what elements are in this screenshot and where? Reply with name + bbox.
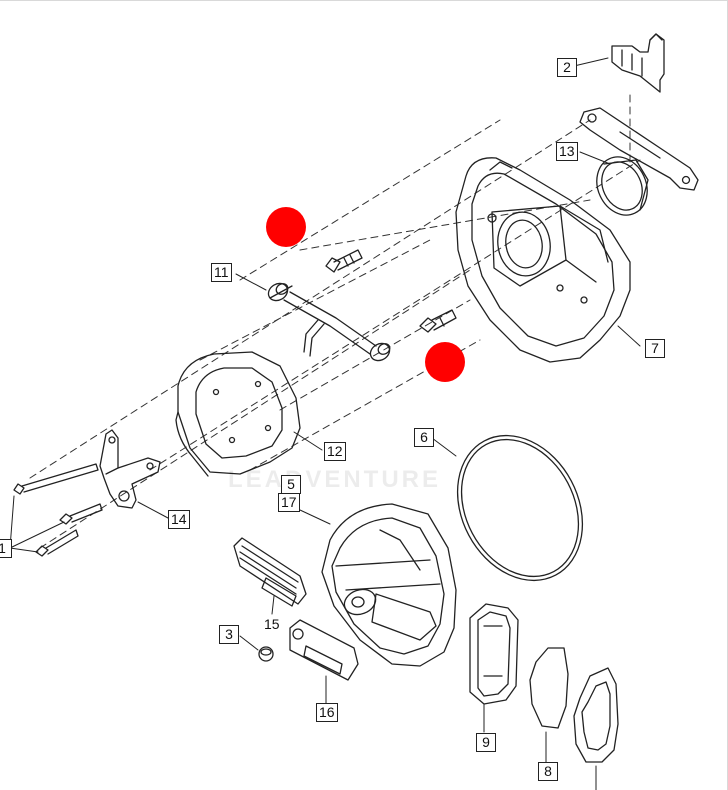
part-filter-frame (573, 667, 619, 763)
callout-14: 14 (168, 510, 190, 529)
part-7-backplate (455, 157, 631, 363)
callout-9: 9 (476, 733, 496, 752)
callout-7: 7 (645, 339, 665, 358)
part-6-cover-seal (456, 434, 584, 582)
part-11-breather-tube (267, 282, 391, 362)
part-8-filter-element (529, 647, 569, 729)
watermark-text: LEADVENTURE (228, 466, 442, 493)
part-9-air-filter (469, 603, 519, 705)
part-breather-bolt-lower (419, 309, 457, 333)
part-breather-bolt-upper (325, 249, 363, 273)
red-marker-upper (266, 207, 306, 247)
part-13-seal-ring (596, 156, 649, 216)
callout-16: 16 (316, 703, 338, 722)
part-2-clip-bracket (611, 33, 665, 93)
red-marker-lower (425, 342, 465, 382)
callout-13: 13 (556, 142, 578, 161)
part-strap-bracket (579, 107, 699, 191)
callout-6: 6 (414, 428, 434, 447)
frame-top-border (0, 0, 728, 1)
part-14-mount-bracket (99, 429, 161, 509)
part-3-screw (258, 646, 274, 662)
callout-1: 1 (0, 539, 12, 558)
callout-15: 15 (264, 616, 280, 632)
callout-2: 2 (557, 58, 577, 77)
part-16-name-badge (289, 619, 359, 681)
leader-lines (9, 57, 641, 790)
callout-12: 12 (324, 442, 346, 461)
callout-11: 11 (211, 263, 232, 282)
part-1-screws (13, 463, 103, 557)
callout-5: 5 (281, 475, 301, 494)
part-12-backplate-gasket (175, 351, 301, 477)
callout-3: 3 (219, 625, 239, 644)
callout-8: 8 (538, 762, 558, 781)
assembly-axis-lines (29, 94, 641, 549)
part-17-air-cleaner-cover (321, 503, 457, 667)
callout-17: 17 (278, 493, 300, 512)
part-15-trim-badge (233, 537, 307, 607)
